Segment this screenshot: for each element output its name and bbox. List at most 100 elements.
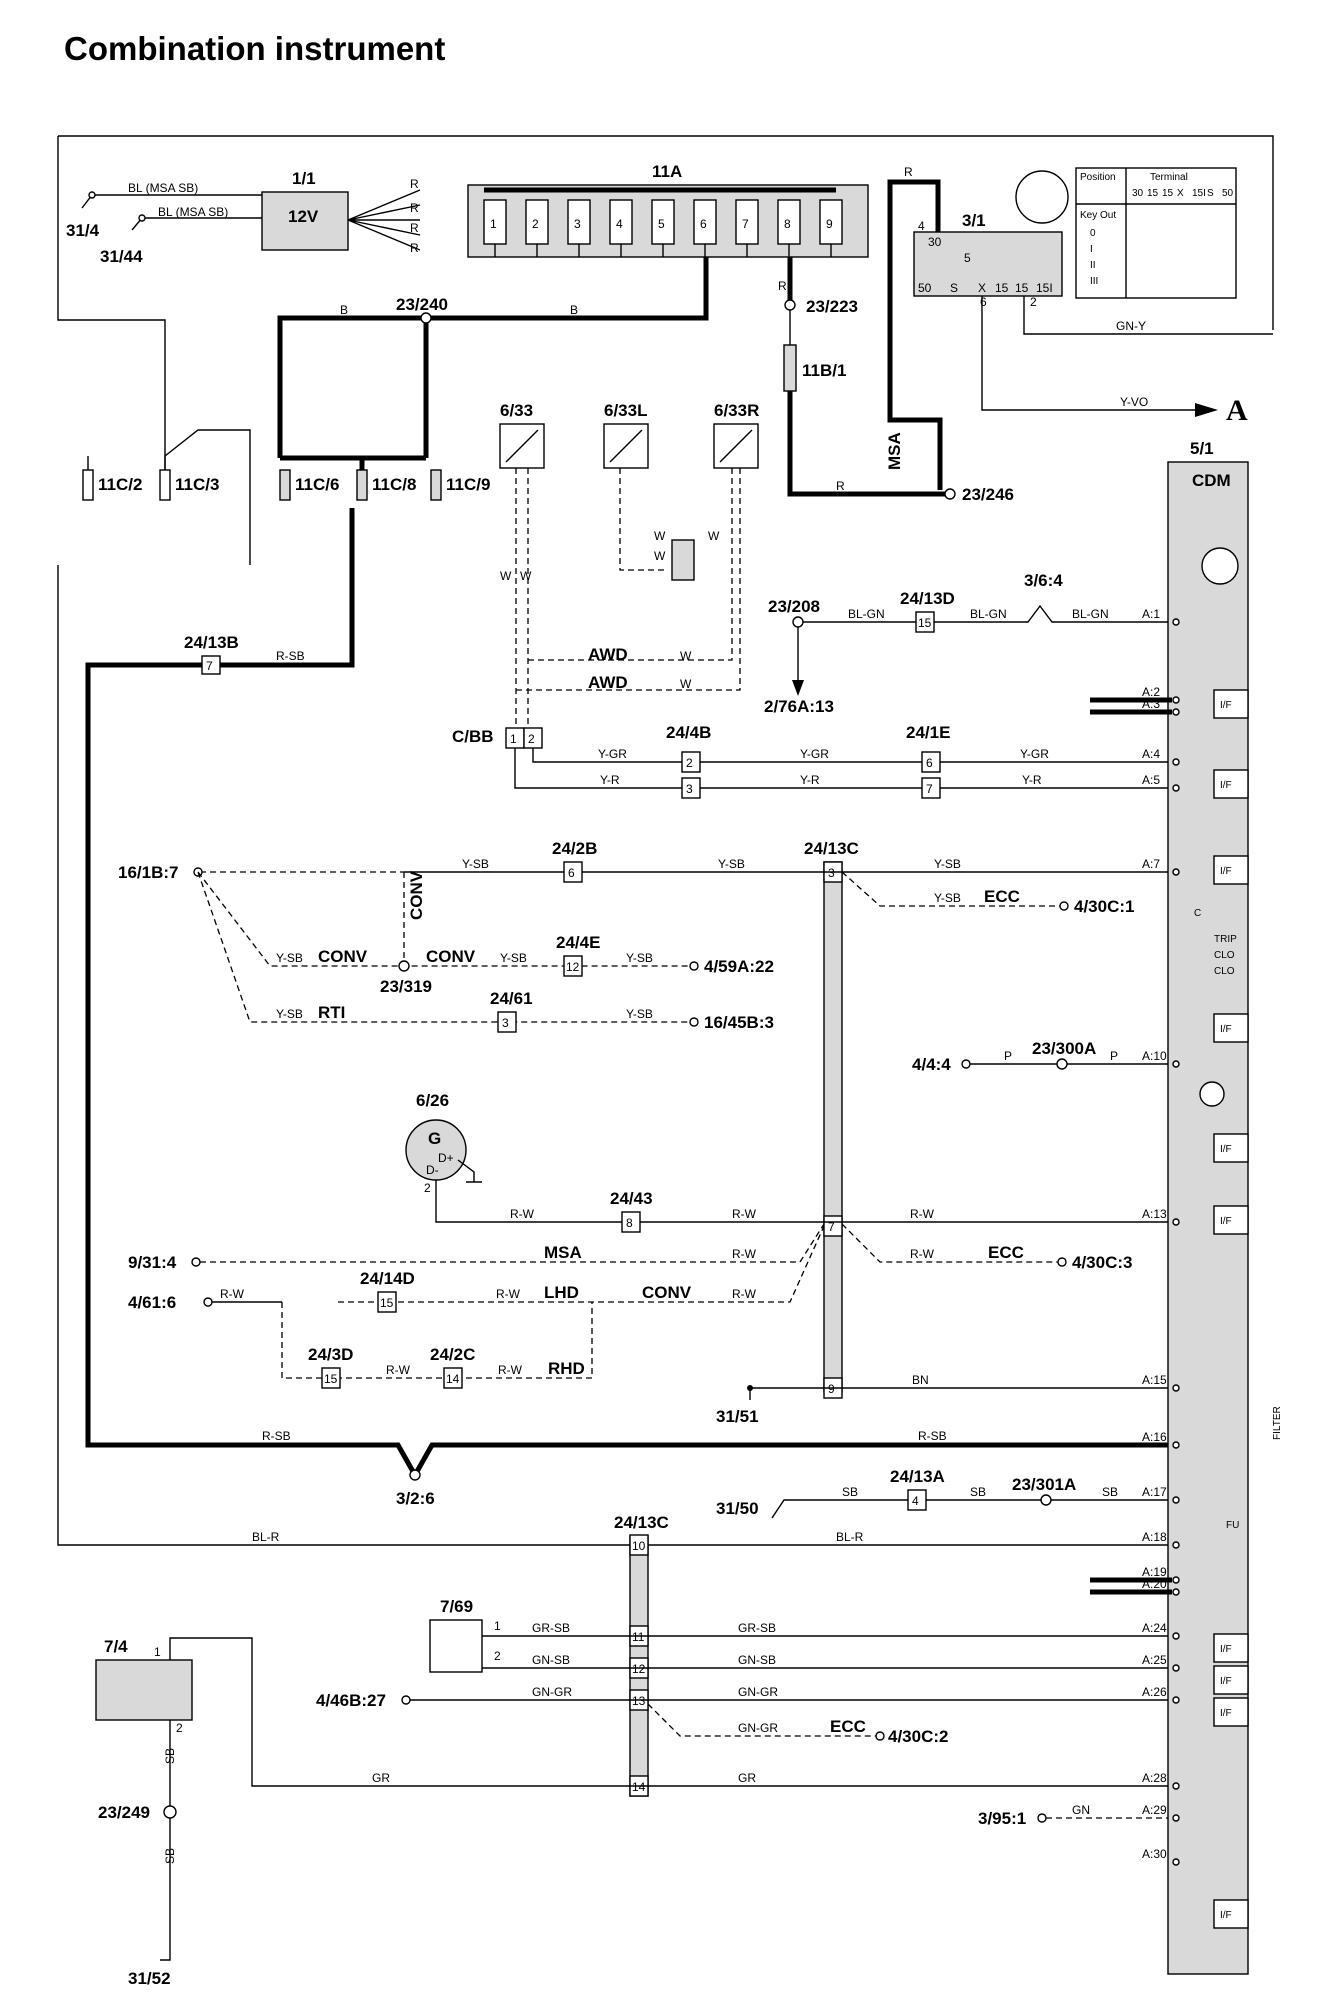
fuse-number: 5 bbox=[658, 217, 665, 231]
svg-text:3: 3 bbox=[686, 782, 693, 796]
svg-text:R-W: R-W bbox=[496, 1287, 521, 1301]
svg-text:23/208: 23/208 bbox=[768, 597, 820, 616]
ignition-switch bbox=[913, 231, 1063, 297]
cdm-pin: A:18 bbox=[1142, 1530, 1167, 1544]
svg-text:ECC: ECC bbox=[830, 1717, 866, 1736]
splice-23-249 bbox=[163, 1805, 177, 1819]
cdm-pin: A:15 bbox=[1142, 1373, 1167, 1387]
svg-text:5/1: 5/1 bbox=[1190, 439, 1214, 458]
svg-text:6: 6 bbox=[980, 295, 987, 309]
svg-text:1: 1 bbox=[494, 1619, 501, 1633]
if-label: I/F bbox=[1220, 1144, 1232, 1155]
key-table-row: II bbox=[1090, 260, 1096, 271]
fuse-11c bbox=[356, 469, 368, 501]
svg-text:4: 4 bbox=[918, 219, 925, 233]
svg-text:GN-GR: GN-GR bbox=[738, 1721, 778, 1735]
if-block bbox=[1213, 1697, 1249, 1727]
svg-text:Y-SB: Y-SB bbox=[934, 891, 961, 905]
cdm-pin: A:30 bbox=[1142, 1847, 1167, 1861]
svg-text:23/319: 23/319 bbox=[380, 977, 432, 996]
conv-rti-dashed bbox=[197, 871, 690, 1023]
svg-text:R-SB: R-SB bbox=[262, 1429, 291, 1443]
svg-text:3: 3 bbox=[502, 1016, 509, 1030]
svg-text:Y-R: Y-R bbox=[600, 773, 620, 787]
svg-text:B: B bbox=[570, 303, 578, 317]
svg-text:R-W: R-W bbox=[732, 1287, 757, 1301]
svg-text:2: 2 bbox=[494, 1649, 501, 1663]
tachometer-icon bbox=[1201, 547, 1239, 585]
wire-11b1 bbox=[787, 257, 950, 497]
key-table-row: 0 bbox=[1090, 228, 1096, 239]
svg-text:X: X bbox=[978, 281, 986, 295]
svg-text:Y-R: Y-R bbox=[800, 773, 820, 787]
svg-text:24/2C: 24/2C bbox=[430, 1345, 475, 1364]
svg-text:GR: GR bbox=[738, 1771, 756, 1785]
svg-text:R-W: R-W bbox=[910, 1207, 935, 1221]
svg-text:24/13C: 24/13C bbox=[804, 839, 859, 858]
svg-text:Y-SB: Y-SB bbox=[934, 857, 961, 871]
svg-text:4/30C:3: 4/30C:3 bbox=[1072, 1253, 1132, 1272]
if-block bbox=[1213, 1133, 1249, 1163]
fusebox-id: 11A bbox=[652, 162, 682, 181]
wire-23-240 bbox=[277, 257, 709, 458]
wire-y-vo bbox=[981, 296, 1195, 411]
svg-text:SB: SB bbox=[163, 1748, 177, 1764]
svg-text:4: 4 bbox=[912, 1494, 919, 1508]
svg-text:12: 12 bbox=[566, 960, 580, 974]
harness-pin-number: 11 bbox=[632, 1630, 645, 1644]
key-table-row: III bbox=[1090, 276, 1098, 287]
fuse-number: 2 bbox=[532, 217, 539, 231]
svg-text:MSA: MSA bbox=[544, 1243, 582, 1262]
fuse-number: 7 bbox=[742, 217, 749, 231]
svg-text:24/4E: 24/4E bbox=[556, 933, 600, 952]
wire-sb bbox=[771, 1499, 1178, 1519]
svg-text:GN-Y: GN-Y bbox=[1116, 319, 1146, 333]
svg-text:3/6:4: 3/6:4 bbox=[1024, 571, 1063, 590]
if-label: I/F bbox=[1220, 1024, 1232, 1035]
wire-label: BL (MSA SB) bbox=[128, 181, 198, 195]
wire-bn bbox=[749, 1387, 1178, 1400]
svg-text:R: R bbox=[904, 165, 913, 179]
svg-text:AWD: AWD bbox=[588, 673, 628, 692]
connector-24-13b bbox=[201, 655, 221, 675]
svg-text:GN: GN bbox=[1072, 1803, 1090, 1817]
if-label: I/F bbox=[1220, 1644, 1232, 1655]
harness-pin bbox=[629, 1534, 649, 1556]
svg-text:FILTER: FILTER bbox=[1272, 1406, 1283, 1440]
fuse-number: 8 bbox=[784, 217, 791, 231]
svg-text:2: 2 bbox=[686, 756, 693, 770]
fuse-number: 3 bbox=[574, 217, 581, 231]
svg-text:Y-SB: Y-SB bbox=[276, 1007, 303, 1021]
svg-text:CONV: CONV bbox=[318, 947, 368, 966]
splice-3-2-6 bbox=[409, 1469, 421, 1481]
svg-text:Y-SB: Y-SB bbox=[276, 951, 303, 965]
svg-text:SB: SB bbox=[1102, 1485, 1118, 1499]
svg-text:Y-GR: Y-GR bbox=[1020, 747, 1049, 761]
svg-text:3/95:1: 3/95:1 bbox=[978, 1809, 1026, 1828]
svg-text:Key Out: Key Out bbox=[1080, 210, 1116, 221]
wire-r-ignition bbox=[887, 179, 943, 490]
if-label: I/F bbox=[1220, 1216, 1232, 1227]
svg-text:23/301A: 23/301A bbox=[1012, 1475, 1076, 1494]
cdm-pin: A:19 bbox=[1142, 1565, 1167, 1579]
svg-text:4/61:6: 4/61:6 bbox=[128, 1293, 176, 1312]
generator-ground-icon bbox=[457, 1159, 482, 1183]
svg-text:23/223: 23/223 bbox=[806, 297, 858, 316]
svg-text:1: 1 bbox=[154, 1645, 161, 1659]
svg-text:8: 8 bbox=[626, 1216, 633, 1230]
svg-text:4/59A:22: 4/59A:22 bbox=[704, 957, 774, 976]
svg-text:SB: SB bbox=[163, 1848, 177, 1864]
svg-text:MSA: MSA bbox=[885, 432, 904, 470]
if-block bbox=[1213, 1665, 1249, 1695]
harness-pin-number: 14 bbox=[632, 1780, 646, 1794]
cdm-pin: A:10 bbox=[1142, 1049, 1167, 1063]
if-label: I/F bbox=[1220, 1910, 1232, 1921]
svg-text:R-W: R-W bbox=[498, 1363, 523, 1377]
svg-text:Y-SB: Y-SB bbox=[462, 857, 489, 871]
fuse-11b1 bbox=[783, 344, 797, 392]
svg-text:R-W: R-W bbox=[386, 1363, 411, 1377]
splice-23-240 bbox=[420, 312, 432, 324]
awd-wires bbox=[515, 468, 741, 728]
svg-text:W: W bbox=[680, 649, 692, 663]
switch-7-4 bbox=[95, 1659, 193, 1721]
